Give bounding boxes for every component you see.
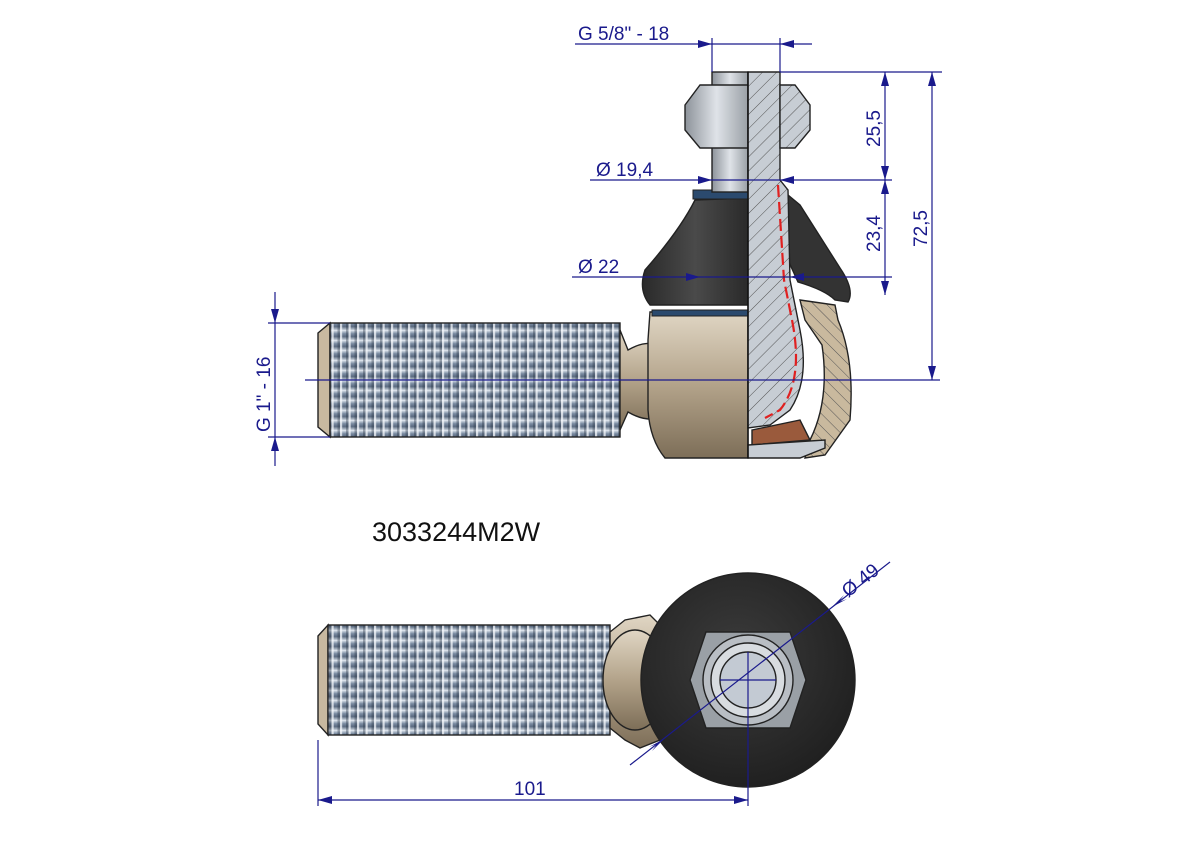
threaded-shank-top [327, 624, 611, 736]
housing-section [799, 299, 852, 459]
boot-height-label: 23,4 [864, 215, 885, 252]
stud-section [747, 71, 804, 429]
stud-length-label: 25,5 [864, 110, 885, 147]
bushing-section [751, 419, 812, 446]
stud-thread-label: G 5/8" - 18 [578, 24, 669, 45]
boot-ring [651, 309, 749, 317]
shank-chamfer-top [317, 623, 329, 737]
boot-diameter-label: Ø 22 [578, 257, 619, 278]
dimensions-side: G 5/8" - 18 Ø 19,4 Ø 22 25,5 23,4 72,5 G… [254, 24, 942, 466]
dimensions-top: Ø 49 101 [317, 560, 891, 806]
nut-section [779, 84, 811, 149]
top-view [317, 572, 856, 806]
total-height-label: 72,5 [911, 210, 932, 247]
boot-right-section [787, 193, 851, 303]
stud-diameter-label: Ø 19,4 [596, 160, 653, 181]
housing [647, 311, 749, 459]
nut [684, 84, 749, 149]
length-label: 101 [514, 779, 546, 800]
part-number: 3033244M2W [372, 517, 541, 547]
disc-diameter-label: Ø 49 [838, 560, 883, 602]
shank-thread-label: G 1" - 16 [254, 357, 275, 432]
rubber-boot [641, 197, 749, 306]
section-line [764, 184, 798, 419]
